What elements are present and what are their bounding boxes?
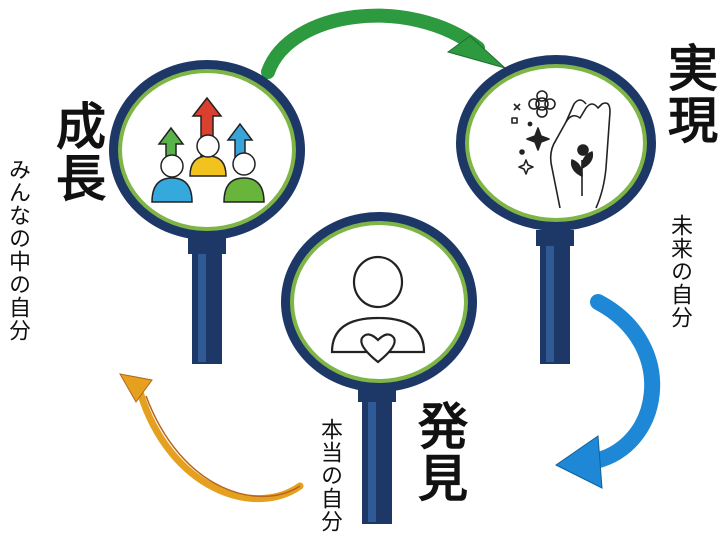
discovery-subtitle: 本当の自分 xyxy=(317,418,342,533)
arrow-realization-to-discovery xyxy=(555,294,661,489)
hand-sparkle-icon xyxy=(511,90,611,209)
arrow-growth-to-realization xyxy=(261,8,506,79)
magnifier-growth xyxy=(109,60,305,364)
discovery-title: 発見 xyxy=(410,400,468,504)
arrow-discovery-to-growth xyxy=(119,373,304,503)
growth-subtitle: みんなの中の自分 xyxy=(5,158,30,342)
magnifier-realization xyxy=(456,55,656,364)
people-growth-icon xyxy=(151,96,265,203)
realization-subtitle: 未来の自分 xyxy=(667,214,692,329)
growth-title: 成長 xyxy=(48,100,106,204)
magnifier-discovery xyxy=(281,212,477,524)
realization-title: 実現 xyxy=(660,42,718,146)
person-heart-icon xyxy=(330,255,426,364)
